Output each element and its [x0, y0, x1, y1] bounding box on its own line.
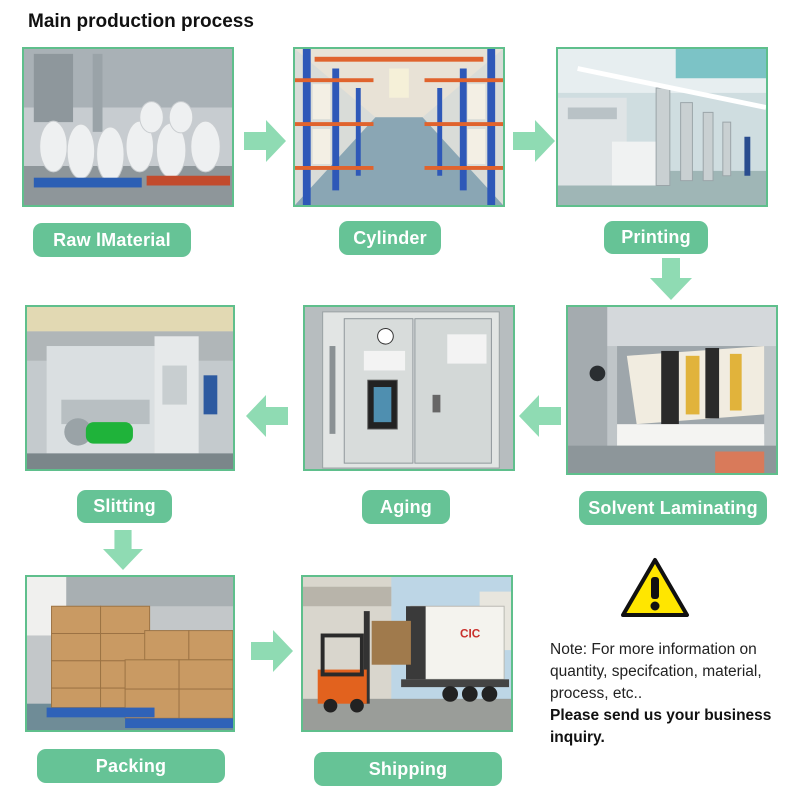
photo-printing — [556, 47, 768, 207]
note-body: Note: For more information on quantity, … — [550, 641, 762, 702]
label-printing: Printing — [604, 221, 708, 254]
warning-icon — [620, 557, 690, 619]
arrow-left-icon — [519, 395, 561, 437]
photo-slitting — [25, 305, 235, 471]
arrow-left-icon — [246, 395, 288, 437]
svg-text:CIC: CIC — [460, 627, 481, 640]
arrow-right-icon — [251, 630, 293, 672]
photo-aging — [303, 305, 515, 471]
label-slitting: Slitting — [77, 490, 172, 523]
photo-solvent-laminating — [566, 305, 778, 475]
label-shipping: Shipping — [314, 752, 502, 786]
arrow-down-icon — [102, 530, 144, 570]
arrow-right-icon — [244, 120, 286, 162]
photo-cylinder — [293, 47, 505, 207]
label-cylinder: Cylinder — [339, 221, 441, 255]
note-text: Note: For more information on quantity, … — [550, 639, 795, 749]
note-inquiry: Please send us your business inquiry. — [550, 707, 772, 746]
page-title: Main production process — [28, 11, 254, 32]
label-solvent-laminating: Solvent Laminating — [579, 491, 767, 525]
label-packing: Packing — [37, 749, 225, 783]
arrow-right-icon — [513, 120, 555, 162]
photo-shipping: CIC — [301, 575, 513, 732]
label-aging: Aging — [362, 490, 450, 524]
photo-packing — [25, 575, 235, 732]
arrow-down-icon — [650, 258, 692, 300]
label-raw-material: Raw lMaterial — [33, 223, 191, 257]
photo-raw-material — [22, 47, 234, 207]
